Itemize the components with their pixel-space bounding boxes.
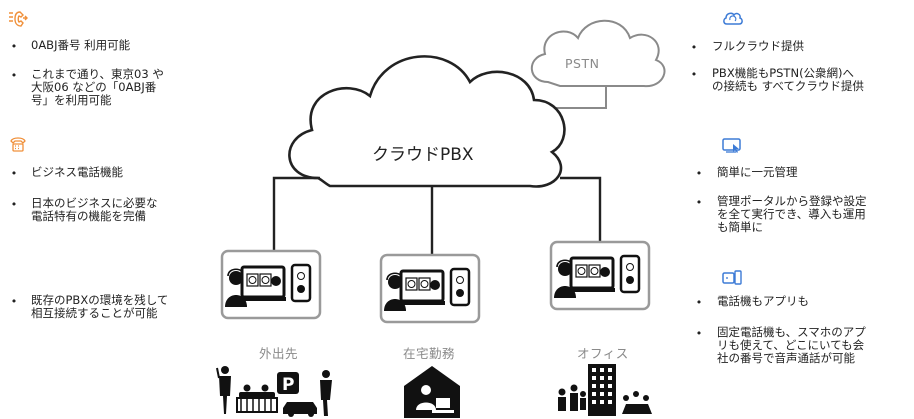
location-label-home: 在宅勤務 bbox=[403, 346, 456, 361]
bullet: • bbox=[690, 68, 698, 81]
right-bullet-pstn-cloud: PBX機能もPSTN(公衆網)へ の接続も すべてクラウド提供 bbox=[712, 66, 864, 93]
cloud-pbx-label: クラウドPBX bbox=[372, 145, 474, 165]
bullet: • bbox=[10, 40, 18, 53]
connector-right bbox=[560, 176, 602, 242]
call-button-icon bbox=[271, 276, 281, 286]
left-bullet-0ABJ: 0ABJ番号 利用可能 bbox=[31, 38, 131, 52]
left-bullet-0ABJ-detail: これまで通り、東京03 や 大阪06 などの「0ABJ番 号」を利用可能 bbox=[31, 67, 164, 107]
device-box-home bbox=[379, 253, 481, 324]
bullet: • bbox=[690, 41, 698, 54]
bullet: • bbox=[10, 69, 18, 82]
monitor-pointer-icon bbox=[722, 138, 742, 154]
main-cloud bbox=[288, 55, 566, 188]
smartphone-icon bbox=[449, 267, 471, 307]
user-headset-icon bbox=[558, 262, 572, 276]
right-bullet-phone-and-app: 電話機もアプリも bbox=[717, 294, 809, 308]
device-box-outdoor bbox=[220, 249, 322, 320]
bullet: • bbox=[10, 198, 18, 211]
bullet: • bbox=[10, 167, 18, 180]
call-button-icon bbox=[430, 280, 440, 290]
home-scene-icon bbox=[404, 366, 460, 418]
phone-app-icon bbox=[722, 270, 742, 286]
bullet: • bbox=[695, 296, 703, 309]
right-bullet-central-management: 簡単に一元管理 bbox=[717, 165, 798, 179]
smartphone-icon bbox=[619, 254, 641, 294]
office-scene-icon bbox=[558, 364, 652, 416]
bullet: • bbox=[695, 167, 703, 180]
desk-phone-icon bbox=[10, 136, 26, 152]
outdoor-scene-icon: P bbox=[216, 366, 332, 417]
phone-transfer-icon bbox=[8, 10, 28, 28]
pstn-label: PSTN bbox=[565, 56, 600, 71]
cloud-refresh-icon bbox=[722, 10, 744, 26]
device-box-office bbox=[549, 240, 651, 311]
location-label-outdoor: 外出先 bbox=[259, 346, 299, 361]
bullet: • bbox=[695, 327, 703, 340]
user-headset-icon bbox=[388, 275, 402, 289]
call-button-icon bbox=[600, 267, 610, 277]
left-bullet-existing-pbx: 既存のPBXの環境を残して 相互接続することが可能 bbox=[31, 293, 169, 320]
right-bullet-full-cloud: フルクラウド提供 bbox=[712, 39, 804, 53]
connector-left bbox=[272, 176, 320, 252]
right-bullet-voice-anywhere: 固定電話機も、スマホのアプ リも使えて、どこにいても会 社の番号で音声通話が可能 bbox=[717, 325, 866, 365]
smartphone-icon bbox=[290, 263, 312, 303]
left-bullet-japan-features: 日本のビジネスに必要な 電話特有の機能を完備 bbox=[31, 196, 158, 223]
pstn-cloud bbox=[530, 19, 666, 88]
location-label-office: オフィス bbox=[577, 346, 629, 361]
svg-text:P: P bbox=[282, 375, 294, 395]
user-headset-icon bbox=[229, 271, 243, 285]
bullet: • bbox=[695, 196, 703, 209]
left-bullet-business-phone: ビジネス電話機能 bbox=[31, 165, 123, 179]
right-bullet-portal: 管理ポータルから登録や設定 を全て実行でき、導入も運用 も簡単に bbox=[717, 194, 867, 234]
bullet: • bbox=[10, 295, 18, 308]
